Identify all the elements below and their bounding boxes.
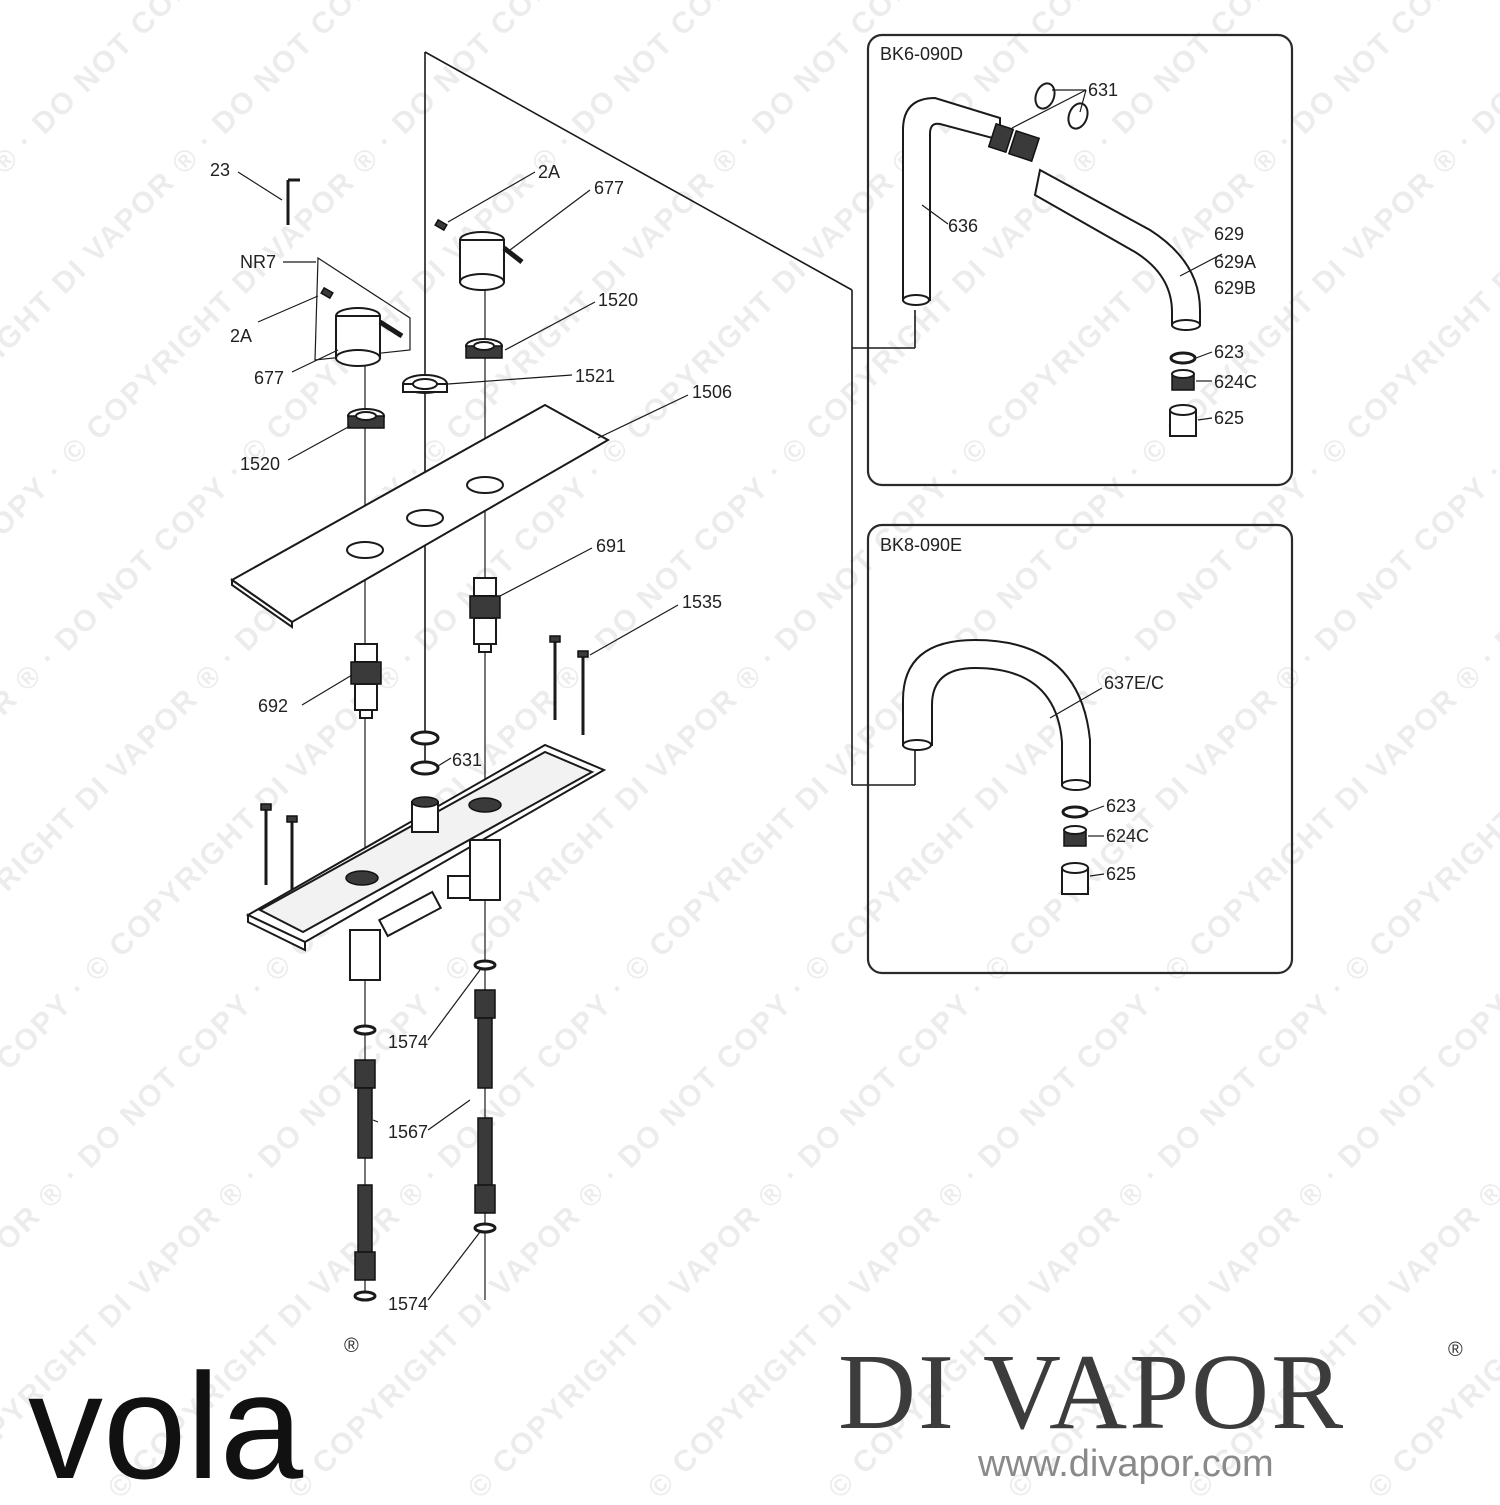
label-636: 636 [948,216,978,236]
watermark-text: © COPYRIGHT DI VAPOR ® · DO NOT COPY · ©… [462,0,1500,1500]
label-23: 23 [210,160,230,180]
hose-1567-right [474,989,496,1214]
screws-1535 [549,635,589,735]
set-screw-right [434,218,448,232]
right-handle-part [459,231,524,291]
box2-leaders [1049,687,1105,877]
label-677-right: 677 [594,178,624,198]
spout-box-bk8-090e [866,523,1294,975]
label-629b: 629B [1214,278,1256,298]
divapor-registered-mark: ® [1448,1339,1463,1361]
label-2a-right: 2A [538,162,560,182]
box1-leaders [921,89,1223,421]
washer-1574-a [473,959,497,971]
ring-1521 [402,374,448,394]
label-1520-right: 1520 [598,290,638,310]
label-692: 692 [258,696,288,716]
label-631-center: 631 [452,750,482,770]
label-677-left: 677 [254,368,284,388]
washer-1574-d [353,1290,377,1302]
vola-registered-mark: ® [344,1335,359,1357]
label-1506: 1506 [692,382,732,402]
label-625-box1: 625 [1214,408,1244,428]
screws-lower-left [260,803,298,897]
o-rings-631 [410,730,440,776]
left-handle-part [335,307,404,367]
box2-title: BK8-090E [880,535,962,555]
vola-logo: vola [28,1342,304,1500]
ring-1520-right [465,338,503,359]
label-631-box: 631 [1088,80,1118,100]
label-629a: 629A [1214,252,1256,272]
cover-plate-1506 [230,403,611,629]
divapor-url: www.divapor.com [977,1443,1274,1485]
label-1574-lower: 1574 [388,1294,428,1314]
divapor-logo: DI VAPOR [838,1333,1345,1452]
allen-key-part [286,178,300,225]
guide-line-top [424,51,853,291]
label-624c-box1: 624C [1214,372,1257,392]
label-624c-box2: 624C [1106,826,1149,846]
label-2a-left: 2A [230,326,252,346]
left-assembly [230,51,916,1302]
cartridge-691 [469,577,501,653]
label-625-box2: 625 [1106,864,1136,884]
washer-1574-b [353,1024,377,1036]
label-637ec: 637E/C [1104,673,1164,693]
branding: vola ® DI VAPOR ® www.divapor.com [28,1333,1463,1505]
label-1574-upper: 1574 [388,1032,428,1052]
label-691: 691 [596,536,626,556]
hose-1567-left [354,1059,376,1281]
box1-title: BK6-090D [880,44,963,64]
label-629: 629 [1214,224,1244,244]
valve-body-frame [245,743,607,981]
cartridge-692 [350,643,382,719]
label-1567: 1567 [388,1122,428,1142]
label-nr7: NR7 [240,252,276,272]
spout-box-bk6-090d [866,33,1294,487]
label-1521: 1521 [575,366,615,386]
label-623-box2: 623 [1106,796,1136,816]
label-623-box1: 623 [1214,342,1244,362]
set-screw-left [320,286,334,300]
washer-1574-c [473,1222,497,1234]
part-labels: 23 NR7 2A 677 2A 677 1520 1521 1506 1520… [210,44,1257,1314]
ring-1520-left [347,408,385,429]
label-1520-left: 1520 [240,454,280,474]
leader-lines [237,171,689,1301]
nr7-plate [314,256,411,361]
label-1535: 1535 [682,592,722,612]
